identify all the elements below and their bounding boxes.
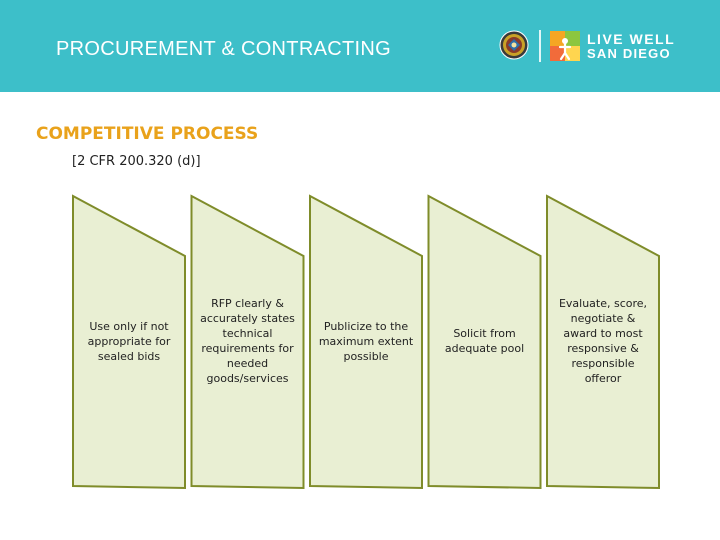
process-step-label: RFP clearly & accurately states technica…: [200, 297, 295, 385]
process-step-shape: [72, 194, 186, 490]
process-step-shape: [546, 194, 660, 490]
logo-divider: [539, 30, 541, 62]
county-seal-icon: [499, 30, 529, 60]
logo-text-san-diego: SAN DIEGO: [587, 46, 671, 61]
process-step-shape: [190, 194, 305, 490]
citation: [2 CFR 200.320 (d)]: [72, 154, 201, 169]
process-step-label: Evaluate, score, negotiate & award to mo…: [558, 297, 648, 385]
section-title: COMPETITIVE PROCESS: [36, 124, 259, 144]
process-step-shape: [427, 194, 542, 490]
page-title: PROCUREMENT & CONTRACTING: [56, 38, 391, 60]
process-step-label: Solicit from adequate pool: [444, 327, 525, 355]
logo-text-live-well: LIVE WELL: [587, 31, 676, 47]
process-step-label: Use only if not appropriate for sealed b…: [87, 319, 171, 363]
process-step-label: Publicize to the maximum extent possible: [318, 319, 414, 363]
header-bar: PROCUREMENT & CONTRACTING LIVE WELL SAN …: [0, 0, 720, 92]
process-step-shape: [309, 194, 423, 490]
live-well-sun-icon: [550, 31, 580, 61]
